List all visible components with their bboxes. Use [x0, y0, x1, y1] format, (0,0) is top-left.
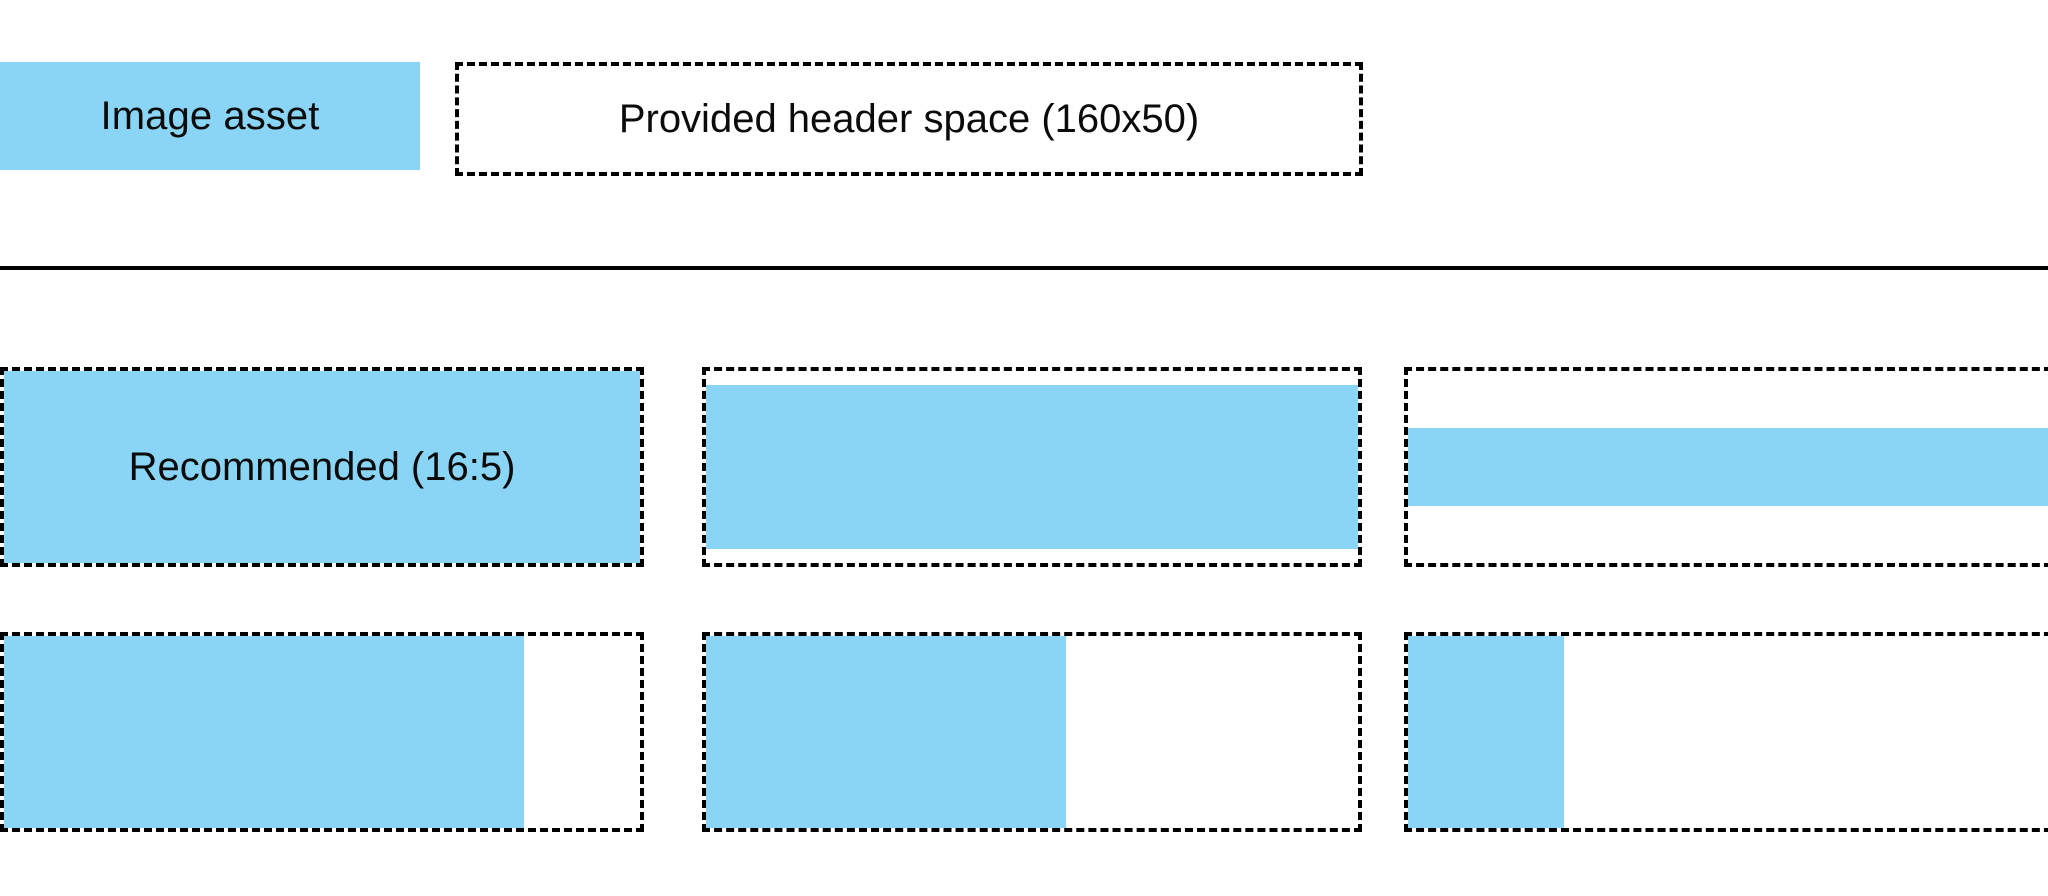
specimen-cell-r2c2	[702, 632, 1362, 832]
section-divider-rule	[0, 266, 2048, 270]
specimen-fill-r2c1	[4, 636, 524, 828]
specimen-fill-r1c1	[4, 371, 640, 563]
specimen-cell-r1c1: Recommended (16:5)	[0, 367, 644, 567]
specimen-cell-r2c1	[0, 632, 644, 832]
specimen-fill-r2c3	[1408, 636, 1564, 828]
specimen-fill-r1c3	[1408, 428, 2048, 506]
recommended-ratio-label: Recommended (16:5)	[128, 445, 516, 489]
specimen-cell-r1c3	[1404, 367, 2048, 567]
image-asset-swatch: Image asset	[0, 62, 420, 170]
provided-header-space-label: Provided header space (160x50)	[618, 97, 1200, 141]
specimen-row-2	[0, 632, 2048, 832]
specimen-cell-r1c2	[702, 367, 1362, 567]
specimen-cell-r2c3	[1404, 632, 2048, 832]
specimen-fill-r1c2	[706, 385, 1358, 549]
image-asset-label: Image asset	[100, 94, 320, 138]
specimen-row-1: Recommended (16:5)	[0, 367, 2048, 567]
specimen-fill-r2c2	[706, 636, 1066, 828]
provided-header-space-slot: Provided header space (160x50)	[455, 62, 1363, 176]
